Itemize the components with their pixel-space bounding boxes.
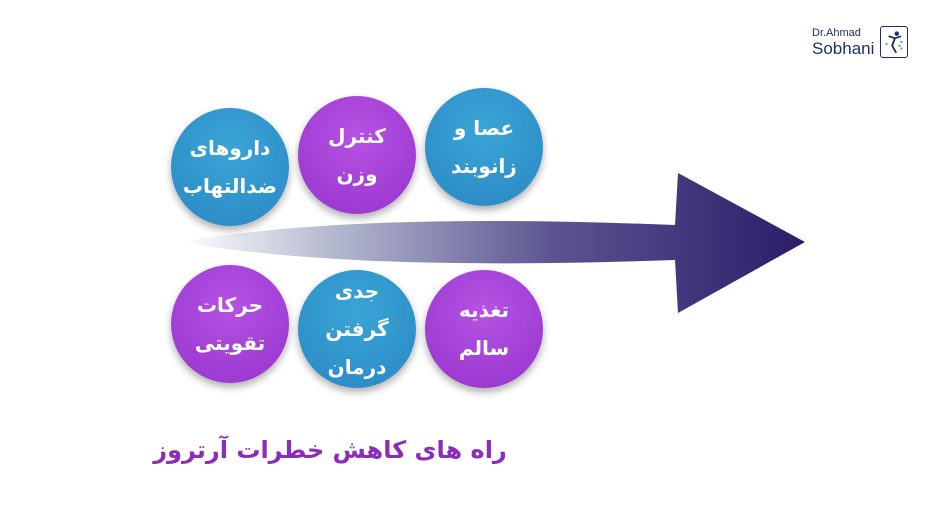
circle-label: تغذیه سالم — [458, 298, 510, 360]
circle-anti-inflammatory-drugs: داروهای ضدالتهاب — [171, 108, 289, 226]
circle-cane-and-knee-brace: عصا و زانوبند — [425, 88, 543, 206]
circle-serious-treatment: جدی گرفتن درمان — [298, 270, 416, 388]
circle-label: عصا و زانوبند — [451, 116, 517, 178]
diagram-title: راه های کاهش خطرات آرتروز — [153, 436, 507, 464]
circle-label: کنترل وزن — [328, 124, 386, 186]
logo-main-text: Sobhani — [812, 39, 875, 58]
circle-label: حرکات تقویتی — [194, 293, 266, 355]
circle-strengthening-exercises: حرکات تقویتی — [171, 265, 289, 383]
circle-label: جدی گرفتن درمان — [325, 279, 389, 379]
circle-healthy-nutrition: تغذیه سالم — [425, 270, 543, 388]
progress-arrow — [170, 170, 810, 320]
circle-weight-control: کنترل وزن — [298, 96, 416, 214]
logo-top-text: Dr.Ahmad — [812, 27, 861, 39]
brand-logo: Dr.Ahmad Sobhani — [806, 22, 916, 62]
circle-label: داروهای ضدالتهاب — [182, 136, 278, 198]
logo-figure-icon — [880, 26, 908, 58]
